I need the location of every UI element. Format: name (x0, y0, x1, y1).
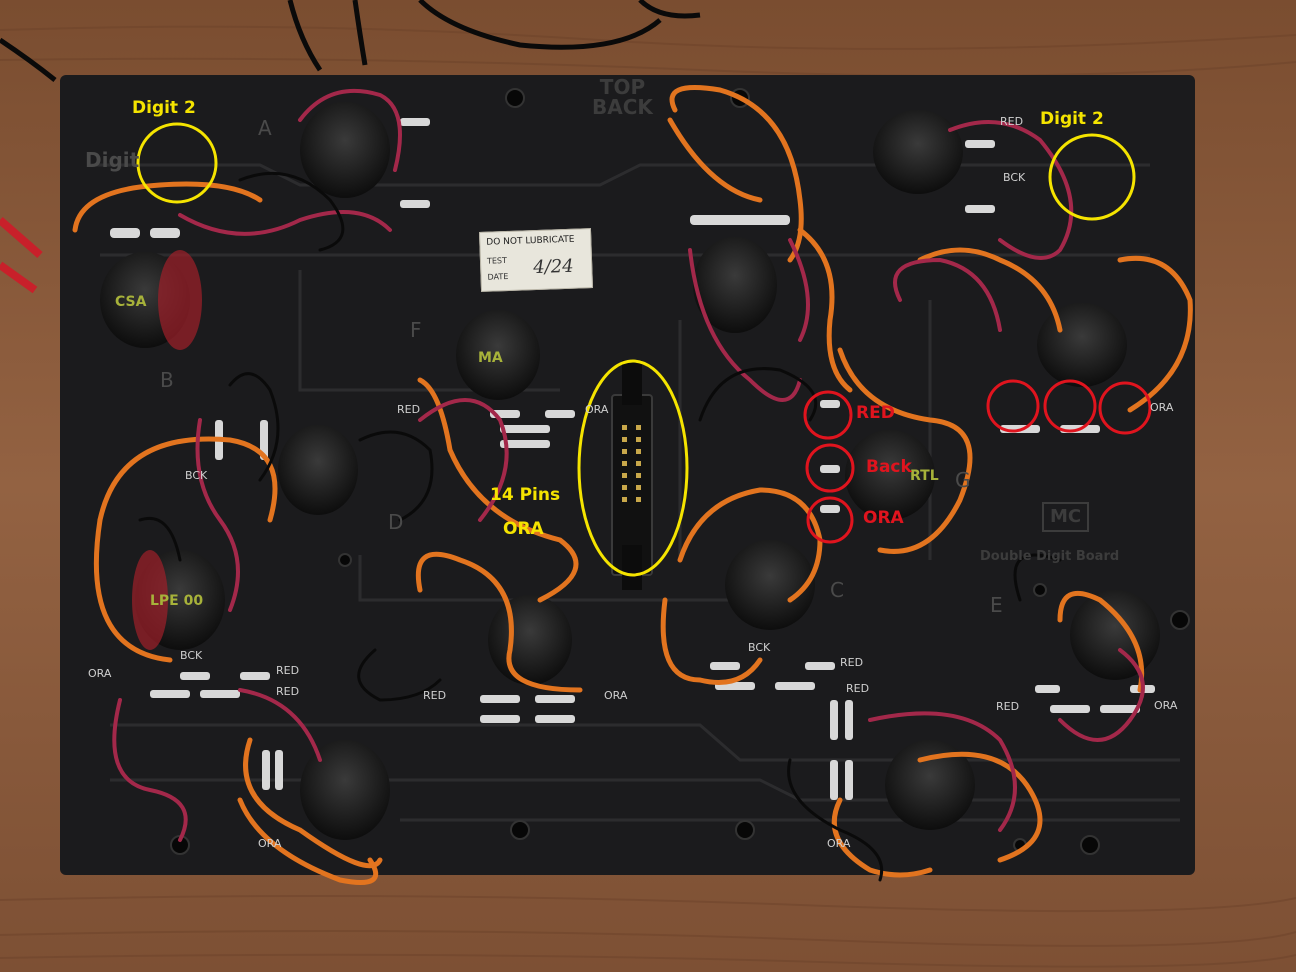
silk-ora-left: ORA (88, 667, 112, 680)
red-circle-3 (806, 496, 854, 544)
red-wires (112, 88, 1145, 842)
silk-red-bottom-left-2: RED (276, 685, 300, 698)
do-not-lubricate-sticker: DO NOT LUBRICATE TEST DATE 4/24 (478, 228, 594, 292)
sticker-title: DO NOT LUBRICATE (486, 234, 575, 248)
red-circle-5 (1043, 379, 1097, 433)
sticker-test: TEST (486, 256, 508, 266)
silk-red-bottom-mid: RED (423, 689, 447, 702)
silk-red-top-right: RED (1000, 115, 1024, 128)
black-wires (138, 171, 1062, 882)
annotation-back: Back (866, 457, 912, 477)
coil-label-lpe: LPE 00 (150, 593, 203, 609)
silk-ora-bottom-mid: ORA (604, 689, 628, 702)
silk-bck-bottom-center: BCK (748, 641, 771, 654)
digit-right-circle (1048, 133, 1136, 221)
yellow-annotations (136, 122, 1136, 577)
segment-letter-e: E (990, 593, 1003, 617)
silk-red-mid-left: RED (397, 403, 421, 416)
component-pads (110, 118, 1155, 800)
coils (100, 102, 1160, 840)
probe-tips (0, 216, 43, 294)
coil-label-ma: MA (478, 350, 503, 366)
annotation-14-pins: 14 Pins (490, 485, 561, 505)
digit-left-circle (136, 122, 218, 204)
annotation-ora: ORA (863, 508, 904, 528)
segment-letter-a: A (258, 116, 272, 140)
red-circle-6 (1098, 381, 1152, 435)
silk-bck-left: BCK (185, 469, 208, 482)
silk-ora-right: ORA (1150, 401, 1174, 414)
annotation-digit-right: Digit 2 (1040, 109, 1104, 129)
coil-markings: CSA MA LPE 00 RTL (115, 294, 939, 609)
silk-red-bottom-left-1: RED (276, 664, 300, 677)
silk-ora-bottom-right: ORA (1154, 699, 1178, 712)
sticker-handwriting: 4/24 (532, 255, 575, 279)
sticker-date: DATE (487, 271, 509, 282)
connector-ellipse (577, 359, 689, 577)
red-annotations (803, 379, 1152, 544)
red-circle-1 (803, 390, 853, 440)
segment-letter-f: F (410, 318, 422, 342)
silk-bck-top-right: BCK (1003, 171, 1026, 184)
silk-ora-bottom-center: ORA (827, 837, 851, 850)
board-logo: MC (1042, 502, 1090, 532)
annotation-pins-ora: ORA (503, 519, 544, 539)
annotation-red: RED (856, 403, 895, 423)
wood-grain (0, 25, 1296, 968)
red-circle-2 (805, 443, 855, 493)
segment-letter-b: B (160, 368, 174, 392)
segment-letter-c: C (830, 578, 844, 602)
silk-bck-bottom-left: BCK (180, 649, 203, 662)
14-pin-connector (611, 360, 653, 590)
back-text: BACK (592, 95, 653, 119)
silk-red-bottom-center-2: RED (846, 682, 870, 695)
coil-label-csa: CSA (115, 294, 147, 310)
top-text: TOP (599, 75, 646, 99)
segment-letter-g: G (955, 468, 971, 492)
red-circle-4 (986, 379, 1040, 433)
coil-label-rtl: RTL (910, 468, 939, 484)
orange-wires (72, 85, 1193, 885)
annotation-digit-left: Digit 2 (132, 98, 196, 118)
board-subtitle: Double Digit Board (980, 549, 1120, 564)
silk-ora-bottom: ORA (258, 837, 282, 850)
silk-red-bottom-right: RED (996, 700, 1020, 713)
segment-letter-d: D (388, 510, 404, 534)
table-cables (0, 0, 701, 82)
digit-marking: Digit (85, 148, 140, 172)
silk-red-bottom-center: RED (840, 656, 864, 669)
top-back-marking: TOP BACK (592, 77, 653, 117)
silk-ora-mid: ORA (585, 403, 609, 416)
